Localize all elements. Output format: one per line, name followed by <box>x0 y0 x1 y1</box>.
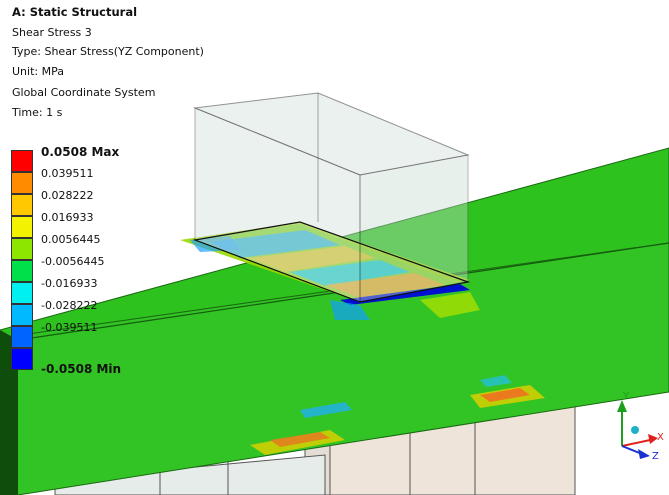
lower-support-left <box>54 454 326 495</box>
result-type: Type: Shear Stress(YZ Component) <box>12 45 204 58</box>
coordinate-system: Global Coordinate System <box>12 86 156 99</box>
result-unit: Unit: MPa <box>12 65 64 78</box>
legend-swatch <box>11 326 33 348</box>
legend-swatch <box>11 282 33 304</box>
legend-label: 0.0056445 <box>41 233 101 246</box>
legend-label: 0.028222 <box>41 189 94 202</box>
legend-label: -0.028222 <box>41 299 98 312</box>
legend-swatch <box>11 216 33 238</box>
triad-z-label: Z <box>652 451 659 462</box>
analysis-title: A: Static Structural <box>12 5 138 19</box>
legend-label: 0.039511 <box>41 167 94 180</box>
legend-swatch <box>11 304 33 326</box>
triad-x-label: X <box>657 432 664 443</box>
legend-label: -0.0508 Min <box>41 362 122 376</box>
beam-end-face <box>0 330 18 495</box>
triad-axes <box>617 400 658 459</box>
legend-label: -0.0056445 <box>41 255 105 268</box>
legend-swatch <box>11 348 33 370</box>
legend-label: -0.016933 <box>41 277 98 290</box>
legend-swatch <box>11 172 33 194</box>
beam-front-face <box>0 242 669 495</box>
top-load-block <box>192 92 471 303</box>
legend-label: -0.039511 <box>41 321 98 334</box>
stress-contour-bottom <box>250 375 545 455</box>
legend-swatch <box>11 150 33 172</box>
legend-label: 0.0508 Max <box>41 145 120 159</box>
result-time: Time: 1 s <box>12 106 63 119</box>
legend-swatch <box>11 238 33 260</box>
triad-y-label: Y <box>623 391 630 402</box>
coordinate-triad[interactable]: Y X Z <box>600 388 669 468</box>
legend-swatch <box>11 260 33 282</box>
result-name: Shear Stress 3 <box>12 26 92 39</box>
legend-swatch <box>11 194 33 216</box>
legend-label: 0.016933 <box>41 211 94 224</box>
